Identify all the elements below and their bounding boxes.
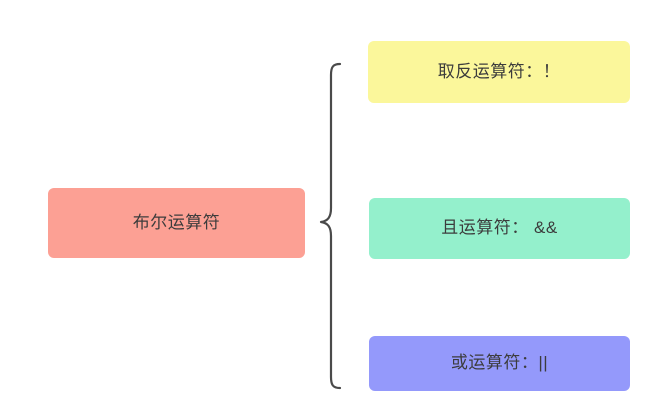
node-or-operator[interactable]: 或运算符：|| <box>369 336 630 391</box>
node-root-label: 布尔运算符 <box>132 212 221 232</box>
node-and-operator-label: 且运算符： && <box>441 218 558 238</box>
node-not-operator-label: 取反运算符：！ <box>437 61 561 81</box>
node-and-operator[interactable]: 且运算符： && <box>369 198 630 259</box>
node-not-operator[interactable]: 取反运算符：！ <box>368 41 630 103</box>
node-boolean-operator-root[interactable]: 布尔运算符 <box>48 188 305 258</box>
curly-brace-icon <box>306 62 342 390</box>
node-or-operator-label: 或运算符：|| <box>450 353 549 373</box>
curly-brace-connector <box>306 62 342 390</box>
